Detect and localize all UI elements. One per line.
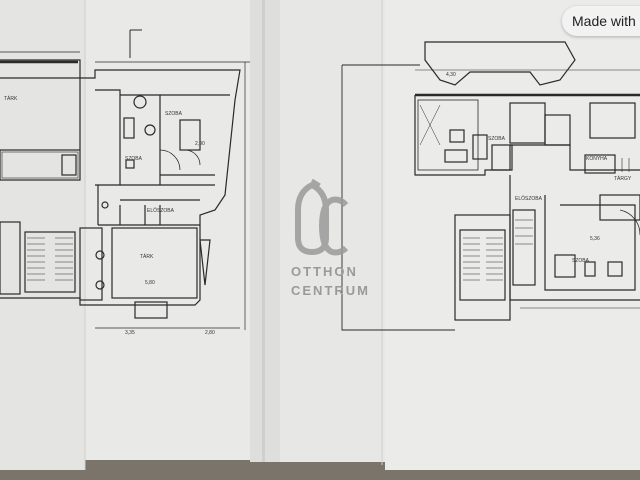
- left-floor-plan: [0, 29, 250, 330]
- made-with-text: Made with: [572, 13, 636, 29]
- label-right-3: TÁRGY: [614, 175, 632, 182]
- label-left-2: SZOBA: [165, 111, 183, 117]
- label-left-3: ELŐSZOBA: [147, 207, 175, 214]
- label-right-5: ELŐSZOBA: [515, 195, 543, 202]
- label-right-4: SZOBA: [572, 258, 590, 264]
- dim-left-3: 5,80: [145, 280, 155, 286]
- label-right-2: KONYHA: [586, 156, 608, 162]
- made-with-badge: Made with: [562, 6, 640, 36]
- watermark-line2: CENTRUM: [291, 283, 370, 298]
- label-left-5: SZOBA: [125, 156, 143, 162]
- dim-left-4: 2,90: [195, 141, 205, 147]
- dim-right-1: 4,30: [446, 72, 456, 78]
- dim-left-2: 2,80: [205, 330, 215, 336]
- watermark-line1: OTTHON: [291, 264, 358, 279]
- label-left-1: TÁRK: [4, 95, 18, 102]
- label-left-4: TÁRK: [140, 253, 154, 260]
- crease-line: [262, 0, 265, 462]
- right-floor-plan: [341, 41, 640, 331]
- right-stairs: [463, 158, 630, 281]
- left-stairs: [27, 237, 73, 281]
- paper-left-fold: [0, 0, 85, 470]
- paper-left: [85, 0, 260, 460]
- watermark-logo: [295, 178, 349, 256]
- dim-right-2: 5,36: [590, 236, 600, 242]
- label-right-1: SZOBA: [488, 136, 506, 142]
- dim-left-1: 3,35: [125, 330, 135, 336]
